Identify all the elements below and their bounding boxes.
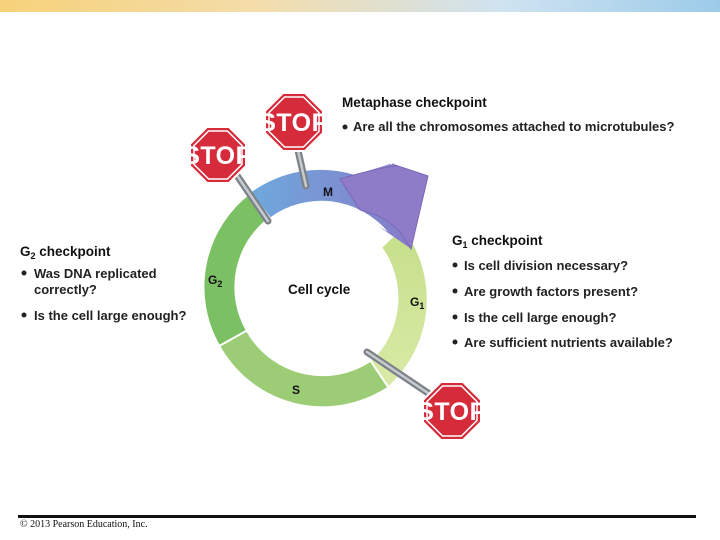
copyright-footer: © 2013 Pearson Education, Inc. [20, 519, 148, 530]
bullet [452, 339, 458, 345]
cell-cycle-ring [202, 163, 429, 408]
phase-label-s: S [292, 383, 300, 397]
title-bar-gradient [0, 0, 720, 12]
metaphase-item-1: Are all the chromosomes attached to micr… [353, 119, 675, 134]
stop-sign-g1: STOP [417, 381, 487, 441]
g2-item-1-line-1: Was DNA replicated [34, 266, 157, 281]
footer-divider [18, 515, 696, 518]
stop-sign-g2-text: STOP [183, 142, 253, 170]
stop-sign-metaphase: STOP [259, 92, 329, 152]
phase-ring-g2 [202, 191, 271, 347]
g2-checkpoint-title: G2 checkpoint [20, 244, 111, 261]
phase-ring-s [218, 329, 390, 408]
bullet [21, 312, 27, 318]
m-phase-arrow [339, 163, 429, 251]
center-label: Cell cycle [288, 282, 351, 297]
stop-sign-metaphase-text: STOP [259, 109, 329, 137]
stop-sign-g2: STOP [183, 126, 253, 184]
bullet [452, 262, 458, 268]
g1-checkpoint-title: G1 checkpoint [452, 233, 543, 250]
stop-sign-g1-text: STOP [417, 398, 487, 426]
g2-item-1-line-2: correctly? [34, 282, 97, 297]
g1-item-2: Are growth factors present? [464, 284, 638, 299]
g1-item-4: Are sufficient nutrients available? [464, 335, 673, 350]
g2-item-2: Is the cell large enough? [34, 308, 186, 323]
g1-item-3: Is the cell large enough? [464, 310, 616, 325]
metaphase-checkpoint-title: Metaphase checkpoint [342, 95, 487, 110]
bullet [452, 288, 458, 294]
phase-label-m: M [323, 185, 333, 199]
bullet [452, 314, 458, 320]
phase-label-g2: G2 [208, 273, 222, 289]
bullet [342, 124, 348, 130]
phase-label-g1: G1 [410, 295, 424, 311]
g1-item-1: Is cell division necessary? [464, 258, 628, 273]
bullet [21, 270, 27, 276]
